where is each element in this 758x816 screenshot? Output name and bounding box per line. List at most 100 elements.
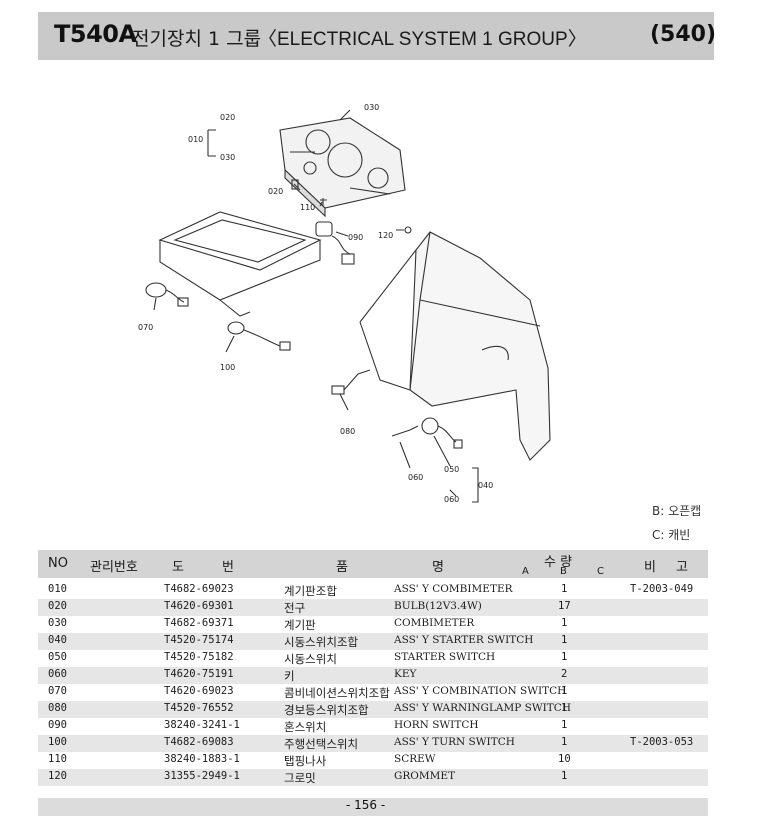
title-korean: 전기장치 1 그룹 [132, 28, 262, 50]
cell-name-en: ASS' Y COMBIMETER [394, 583, 513, 595]
cell-part: T4620-75191 [164, 668, 234, 680]
cell-name-en: KEY [394, 668, 417, 680]
callout-label: 100 [220, 363, 235, 372]
header-bar [38, 12, 714, 60]
col-header-qty-c: C [597, 566, 604, 577]
cell-qty: 10 [558, 753, 571, 765]
cell-name-en: ASS' Y TURN SWITCH [394, 736, 515, 748]
callout-label: 070 [138, 323, 153, 332]
col-header-qty-a: A [522, 566, 529, 577]
col-header-name: 품 [336, 560, 348, 575]
cell-name-en: BULB(12V3.4W) [394, 600, 482, 612]
callout-label: 020 [268, 187, 283, 196]
table-row: 090 38240-3241-1 혼스위치 HORN SWITCH 1 [38, 718, 708, 735]
section-code: (540) [650, 22, 717, 47]
cell-name-en: SCREW [394, 753, 436, 765]
cell-part: T4520-75174 [164, 634, 234, 646]
cell-name-ko: 계기판 [284, 618, 316, 632]
cell-name-en: ASS' Y STARTER SWITCH [394, 634, 534, 646]
cell-no: 060 [48, 668, 67, 680]
cell-name-en: GROMMET [394, 770, 456, 782]
cell-no: 120 [48, 770, 67, 782]
table-row: 050 T4520-75182 시동스위치 STARTER SWITCH 1 [38, 650, 708, 667]
callout-label: 050 [444, 465, 459, 474]
callout-label: 020 [220, 113, 235, 122]
cell-name-ko: 탭핑나사 [284, 754, 327, 768]
cell-name-en: HORN SWITCH [394, 719, 479, 731]
cell-name-ko: 전구 [284, 601, 306, 615]
cell-note: T-2003-053 [630, 736, 694, 748]
parts-diagram: 020 010 030 030 020 110 120 090 070 100 … [138, 103, 551, 504]
frame-illustration [158, 211, 322, 317]
cell-name-ko: 경보등스위치조합 [284, 703, 369, 717]
cell-name-ko: 시동스위치 [284, 652, 337, 666]
cell-qty: 1 [561, 685, 568, 697]
col-header-qty: 수 량 [544, 555, 573, 570]
callout-label: 060 [444, 495, 459, 504]
cell-part: T4620-69023 [164, 685, 234, 697]
cell-qty: 1 [561, 651, 568, 663]
col-header-note: 비 [644, 560, 656, 575]
cell-name-en: STARTER SWITCH [394, 651, 496, 663]
callout-label: 110 [300, 203, 315, 212]
table-row: 020 T4620-69301 전구 BULB(12V3.4W) 17 [38, 599, 708, 616]
legend-b: B: 오픈캡 [652, 504, 702, 518]
cell-qty: 1 [561, 770, 568, 782]
combimeter-illustration [279, 117, 406, 218]
cell-part: T4620-69301 [164, 600, 234, 612]
table-row: 040 T4520-75174 시동스위치조합 ASS' Y STARTER SWIT… [38, 633, 708, 650]
cell-part: 38240-3241-1 [164, 719, 240, 731]
cell-qty: 1 [561, 736, 568, 748]
callout-label: 080 [340, 427, 355, 436]
cell-name-ko: 시동스위치조합 [284, 635, 359, 649]
cell-name-ko: 계기판조합 [284, 584, 337, 598]
cell-no: 010 [48, 583, 67, 595]
footer-bar [38, 798, 708, 816]
col-header-no: NO [48, 556, 68, 571]
legend-c: C: 캐빈 [652, 528, 691, 542]
cell-no: 100 [48, 736, 67, 748]
cell-qty: 1 [561, 617, 568, 629]
cell-part: 38240-1883-1 [164, 753, 240, 765]
cell-no: 070 [48, 685, 67, 697]
cell-qty: 17 [558, 600, 571, 612]
cell-qty: 1 [561, 583, 568, 595]
page-number: - 156 - [346, 798, 386, 812]
dash-cover-illustration [359, 231, 551, 461]
callout-label: 090 [348, 233, 363, 242]
cell-name-en: COMBIMETER [394, 617, 475, 629]
col-header-name-2: 명 [432, 560, 444, 575]
cell-name-ko: 혼스위치 [284, 720, 327, 734]
cell-no: 080 [48, 702, 67, 714]
cell-no: 050 [48, 651, 67, 663]
table-header [38, 550, 708, 578]
cell-qty: 1 [561, 719, 568, 731]
col-header-mgmt: 관리번호 [90, 560, 138, 575]
col-header-drawing-2: 번 [222, 560, 234, 575]
cell-name-ko: 그로밋 [284, 771, 316, 785]
callout-label: 060 [408, 473, 423, 482]
col-header-qty-b: B [560, 566, 567, 577]
cell-part: T4682-69083 [164, 736, 234, 748]
cell-no: 020 [48, 600, 67, 612]
cell-name-ko: 키 [284, 669, 295, 683]
cell-no: 110 [48, 753, 67, 765]
col-header-drawing: 도 [172, 560, 184, 575]
cell-qty: 1 [561, 634, 568, 646]
callout-label: 040 [478, 481, 493, 490]
cell-no: 090 [48, 719, 67, 731]
cell-qty: 1 [561, 702, 568, 714]
cell-qty: 2 [561, 668, 568, 680]
cell-part: T4520-75182 [164, 651, 234, 663]
cell-no: 040 [48, 634, 67, 646]
callout-label: 120 [378, 231, 393, 240]
callout-label: 030 [220, 153, 235, 162]
table-row: 100 T4682-69083 주행선택스위치 ASS' Y TURN SWITCH 1… [38, 735, 708, 752]
cell-name-en: ASS' Y WARNINGLAMP SWITCH [394, 702, 571, 714]
table-row: 110 38240-1883-1 탭핑나사 SCREW 10 [38, 752, 708, 769]
cell-name-ko: 주행선택스위치 [284, 737, 359, 751]
